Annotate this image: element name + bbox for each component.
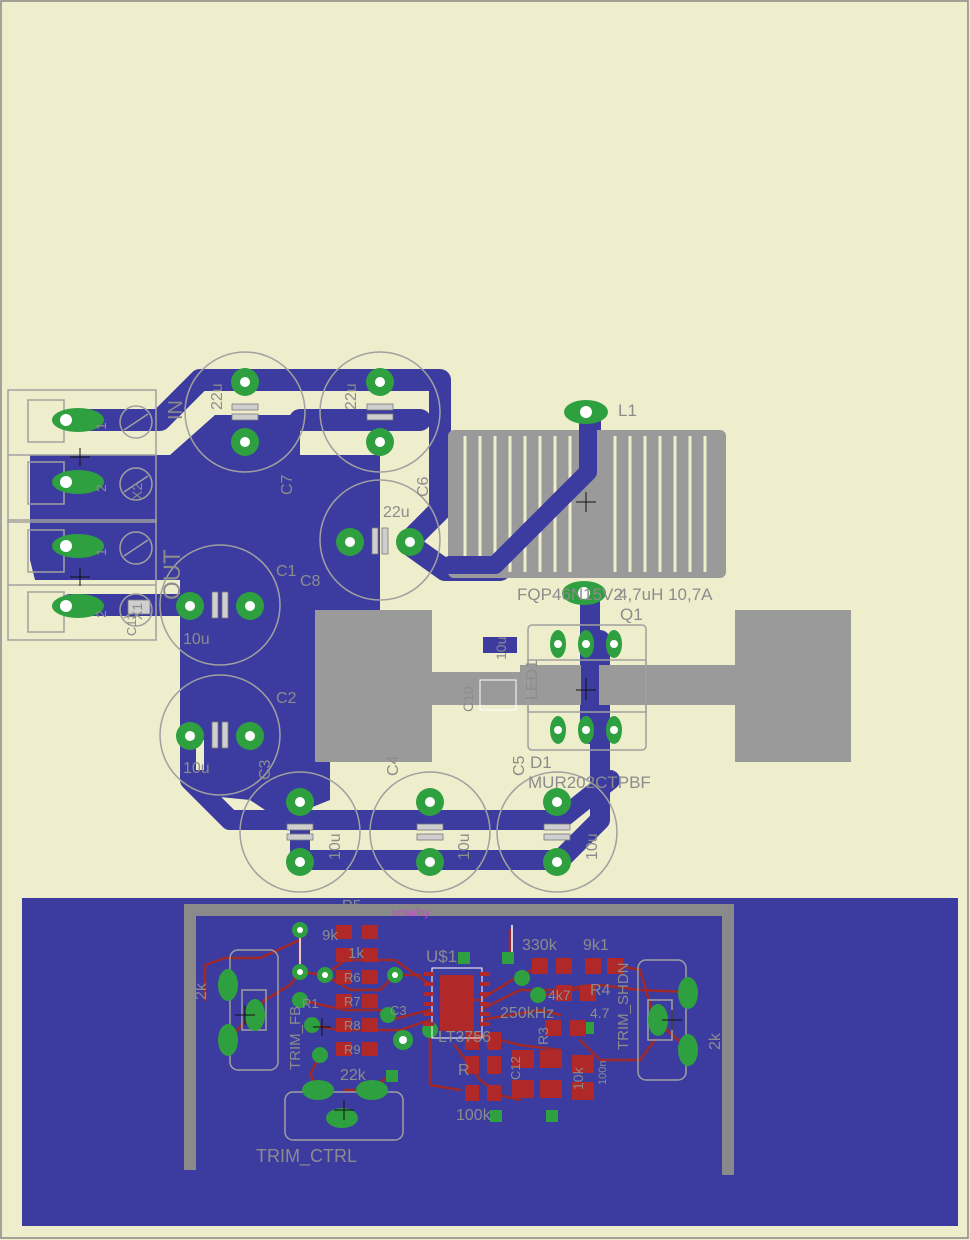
- capacitor-outlines: [159, 351, 618, 893]
- label-c6: C6: [415, 476, 432, 497]
- control-section: unsalby R5 9k 1k U$1 LT3756 330k 9k1 250…: [184, 897, 734, 1175]
- label-c4-value: 10u: [327, 833, 344, 860]
- label-c7-value: 22u: [209, 383, 226, 410]
- label-100n: 100n: [597, 1061, 609, 1085]
- label-r4-alt: 4k7: [548, 987, 571, 1003]
- label-trim-fb: TRIM_FB: [287, 1006, 304, 1070]
- capacitor-marks: [127, 403, 571, 841]
- label-u1: U$1: [426, 947, 457, 966]
- trace-left-down: [180, 590, 620, 830]
- label-q1: Q1: [620, 605, 643, 624]
- label-2k-right: 2k: [707, 1032, 724, 1050]
- label-9k1: 9k1: [583, 937, 609, 954]
- label-r5-value: 9k: [322, 927, 338, 944]
- label-c9-value: 10u: [584, 833, 601, 860]
- c10-smd: [479, 637, 517, 711]
- trim-pot-fb: [218, 949, 279, 1071]
- label-x2-pin2: 2: [93, 484, 109, 492]
- ic-u1: [424, 967, 490, 1039]
- label-c4: C4: [385, 755, 402, 776]
- label-c2-value: 10u: [183, 760, 210, 777]
- label-r-bottom: R: [458, 1062, 470, 1079]
- label-r3: R3: [535, 1027, 551, 1045]
- label-c11: C11: [124, 613, 139, 636]
- label-r9: R9: [344, 1042, 361, 1057]
- label-c12: C12: [508, 1056, 523, 1080]
- control-vias: [292, 922, 594, 1122]
- label-2k-left: 2k: [193, 982, 210, 1000]
- label-c6-value: 22u: [343, 383, 360, 410]
- label-c10: C10: [460, 686, 476, 712]
- gray-pad-right: [735, 610, 851, 762]
- label-lt3756: LT3756: [438, 1029, 491, 1046]
- label-x2-pin1: 1: [93, 422, 109, 430]
- label-r6: R6: [344, 970, 361, 985]
- label-c5-value: 10u: [456, 833, 473, 860]
- label-c7: C7: [279, 474, 296, 495]
- label-c5: C5: [511, 755, 528, 776]
- gray-trace-q1: [520, 665, 750, 705]
- inductor-pads: [562, 400, 608, 605]
- label-d1-value: MUR202CTPBF: [528, 773, 651, 792]
- gray-pad-left: [315, 610, 525, 762]
- label-x1-pin2: 2: [93, 610, 109, 618]
- label-c10-value: 10u: [493, 637, 509, 660]
- label-out: OUT: [159, 549, 186, 600]
- label-c3: C3: [257, 759, 274, 780]
- trim-pot-ctrl: [284, 1080, 404, 1141]
- label-l1-rating: 4,7uH 10,7A: [618, 585, 713, 604]
- inductor-windings: [463, 436, 707, 572]
- label-330k: 330k: [522, 937, 558, 954]
- power-pour-main: [30, 415, 380, 820]
- label-100k: 100k: [456, 1107, 492, 1124]
- trace-c7-c6-top: [229, 369, 451, 551]
- label-l1-value: FQP46N15V2: [517, 585, 623, 604]
- label-c3-ctrl: C3: [390, 1003, 407, 1018]
- label-r4: R4: [590, 982, 611, 999]
- trim-pot-shdn: [637, 959, 698, 1081]
- label-c8-value: 22u: [383, 504, 410, 521]
- smd-resistors: [336, 925, 623, 1101]
- label-r8: R8: [344, 1018, 361, 1033]
- power-labels: IN OUT 1 2 1 2 X2 X1 22u C7 22u C6 22u C…: [93, 383, 713, 860]
- label-d1: D1: [530, 753, 552, 772]
- top-gray-layer: [315, 413, 851, 762]
- bottom-copper-layer: [22, 369, 958, 1226]
- trace-inductor-diag: [441, 409, 597, 574]
- label-250khz: 250kHz: [500, 1005, 554, 1022]
- label-r5-value2: 1k: [348, 945, 364, 962]
- label-c8: C8: [300, 573, 321, 590]
- label-r7: R7: [344, 994, 361, 1009]
- label-pink: unsalby: [392, 907, 430, 919]
- q1-package: [527, 624, 647, 751]
- label-22k: 22k: [340, 1067, 367, 1084]
- label-c1: C1: [276, 563, 297, 580]
- label-10k: 10k: [570, 1066, 586, 1090]
- label-x1-pin1: 1: [93, 548, 109, 556]
- label-x1: X1: [129, 603, 145, 620]
- origin-markers: [70, 448, 596, 700]
- label-trim-ctrl: TRIM_CTRL: [256, 1146, 357, 1167]
- label-led1: LED1: [524, 660, 541, 700]
- label-r1: R1: [302, 996, 319, 1011]
- control-frame: [184, 904, 734, 1175]
- label-in: IN: [165, 400, 187, 420]
- capacitor-pads: [176, 368, 571, 876]
- label-c1-value: 10u: [183, 631, 210, 648]
- label-c2: C2: [276, 690, 297, 707]
- label-r4-value: 4.7: [590, 1005, 610, 1021]
- label-trim-shdn: TRIM_SHDN: [615, 962, 632, 1050]
- control-crosshairs: [235, 1005, 682, 1120]
- label-l1: L1: [618, 401, 637, 420]
- label-x2: X2: [129, 483, 145, 500]
- terminal-pads: [52, 408, 104, 618]
- label-r5: R5: [342, 897, 361, 914]
